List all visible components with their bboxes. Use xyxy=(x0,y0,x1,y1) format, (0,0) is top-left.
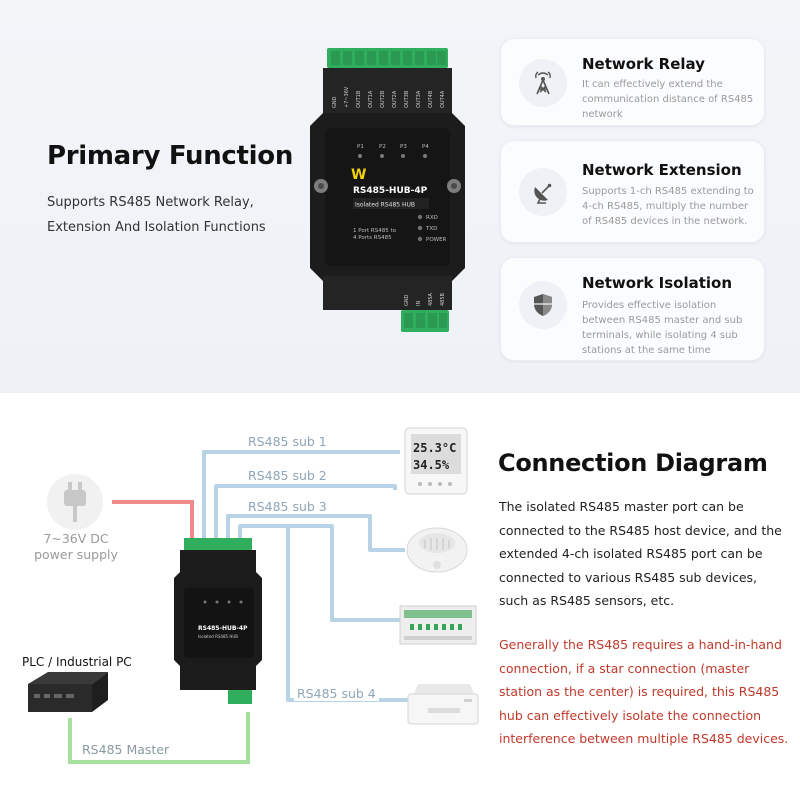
feature-title: Network Relay xyxy=(582,55,705,73)
power-wire xyxy=(112,500,194,540)
connection-diagram: RS485-HUB-4P Isolated RS485 HUB 25.3°C 3… xyxy=(28,427,479,764)
label-rs485-master: RS485 Master xyxy=(82,742,170,757)
led-label-power: POWER xyxy=(426,237,447,243)
feature-desc: Provides effective isolation between RS4… xyxy=(582,300,743,356)
led-label-rxd: RXD xyxy=(426,215,438,221)
hub-device-image: GND +7~36V OUT1B OUT1A OUT2B OUT2A OUT3B… xyxy=(310,48,465,332)
connection-diagram-title: Connection Diagram xyxy=(498,449,768,477)
primary-function-title: Primary Function xyxy=(47,141,294,171)
printer-image xyxy=(407,684,479,725)
bottom-pin-label: GND xyxy=(404,294,410,306)
feature-card-network-isolation: Network Isolation Provides effective iso… xyxy=(500,257,765,361)
led-label-txd: TXD xyxy=(425,226,437,232)
top-pin-label: GND xyxy=(332,96,338,108)
power-plug-icon xyxy=(47,474,103,530)
device-model-label: RS485-HUB-4P xyxy=(353,186,428,196)
top-pin-label: OUT2B xyxy=(380,90,386,108)
port-led-label: P1 xyxy=(357,144,364,150)
sub-wires xyxy=(202,450,410,702)
hub-device-small: RS485-HUB-4P Isolated RS485 HUB xyxy=(174,538,262,704)
shield-icon xyxy=(519,281,567,329)
device-name-label: Isolated RS485 HUB xyxy=(355,202,415,209)
antenna-tower-icon xyxy=(519,59,567,107)
label-rs485-sub4: RS485 sub 4 xyxy=(294,686,379,701)
top-pin-label: OUT2A xyxy=(392,90,398,108)
master-wire xyxy=(68,712,250,764)
port-led-label: P3 xyxy=(400,144,407,150)
small-device-name: Isolated RS485 HUB xyxy=(198,634,238,639)
smoke-detector-image xyxy=(406,527,468,573)
connection-diagram-note: Generally the RS485 requires a hand-in-h… xyxy=(499,637,789,746)
label-plc-industrial-pc: PLC / Industrial PC xyxy=(22,655,132,669)
bottom-pin-label: 485B xyxy=(440,292,446,306)
feature-title: Network Extension xyxy=(582,161,742,179)
port-led-label: P2 xyxy=(379,144,386,150)
feature-card-network-extension: Network Extension Supports 1-ch RS485 ex… xyxy=(500,140,765,243)
port-led-label: P4 xyxy=(422,144,429,150)
feature-desc: It can effectively extend the communicat… xyxy=(582,79,754,120)
feature-card-network-relay: Network Relay It can effectively extend … xyxy=(500,38,765,126)
label-power-supply: 7~36V DC power supply xyxy=(34,531,118,562)
brand-logo: W xyxy=(351,167,366,183)
label-rs485-sub3: RS485 sub 3 xyxy=(245,499,330,514)
top-pin-label: +7~36V xyxy=(344,86,350,108)
satellite-dish-icon xyxy=(519,168,567,216)
feature-desc: Supports 1-ch RS485 extending to 4-ch RS… xyxy=(582,186,754,227)
top-pin-label: OUT1A xyxy=(368,90,374,108)
primary-function-subtitle: Supports RS485 Network Relay, Extension … xyxy=(47,195,266,235)
temp-humidity-sensor-image: 25.3°C 34.5% xyxy=(404,427,468,495)
small-device-model: RS485-HUB-4P xyxy=(198,625,248,632)
industrial-pc-image xyxy=(28,672,108,712)
port-note-line1: 1 Port RS485 to xyxy=(353,228,397,234)
sensor-temp-reading: 25.3°C xyxy=(413,441,456,455)
label-rs485-sub2: RS485 sub 2 xyxy=(245,468,330,483)
sensor-hum-reading: 34.5% xyxy=(413,458,450,472)
connection-diagram-body: The isolated RS485 master port can be co… xyxy=(499,499,782,608)
top-pin-label: OUT4B xyxy=(428,90,434,108)
feature-title: Network Isolation xyxy=(582,274,733,292)
top-pin-label: OUT1B xyxy=(356,90,362,108)
top-pin-label: OUT4A xyxy=(440,90,446,108)
port-note-line2: 4 Ports RS485 xyxy=(353,235,392,241)
bottom-pin-label: 485A xyxy=(428,292,434,306)
bottom-pin-label: IN xyxy=(416,301,422,306)
primary-function-section: Primary Function Supports RS485 Network … xyxy=(0,0,800,393)
top-pin-label: OUT3A xyxy=(416,90,422,108)
label-rs485-sub1: RS485 sub 1 xyxy=(245,434,330,449)
io-module-image xyxy=(399,605,477,645)
top-pin-label: OUT3B xyxy=(404,90,410,108)
